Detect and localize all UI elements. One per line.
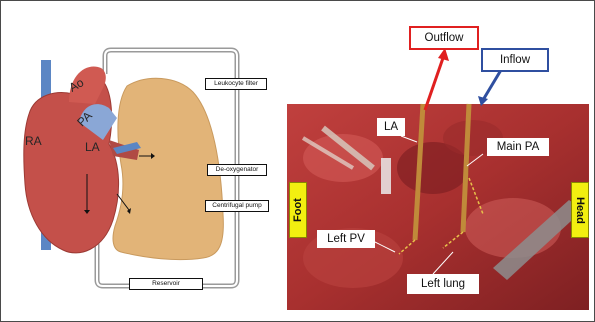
inflow-arrow (483, 70, 501, 100)
outflow-arrow (425, 58, 443, 110)
heart-shape (24, 77, 119, 253)
inflow-callout: Inflow (481, 48, 549, 72)
main-pa-callout: Main PA (487, 138, 549, 156)
surgical-photo-panel: Outflow Inflow LA Main PA Left PV Left l… (283, 18, 595, 314)
foot-tag: Foot (289, 182, 307, 238)
left-pv-callout: Left PV (317, 230, 375, 248)
head-tag: Head (571, 182, 589, 238)
outflow-callout: Outflow (409, 26, 479, 50)
reservoir-box: Reservoir (129, 278, 203, 290)
deoxygenator-box: De-oxygenator (207, 164, 267, 176)
left-lung-callout: Left lung (407, 274, 479, 294)
la-label: LA (85, 140, 100, 154)
ra-label: RA (25, 134, 42, 148)
centrifugal-pump-box: Centrifugal pump (205, 200, 269, 212)
circuit-schematic: RA Ao PA LA Leukocyte filter De-oxygenat… (17, 44, 279, 312)
la-callout: LA (377, 118, 405, 136)
leukocyte-filter-box: Leukocyte filter (205, 78, 267, 90)
